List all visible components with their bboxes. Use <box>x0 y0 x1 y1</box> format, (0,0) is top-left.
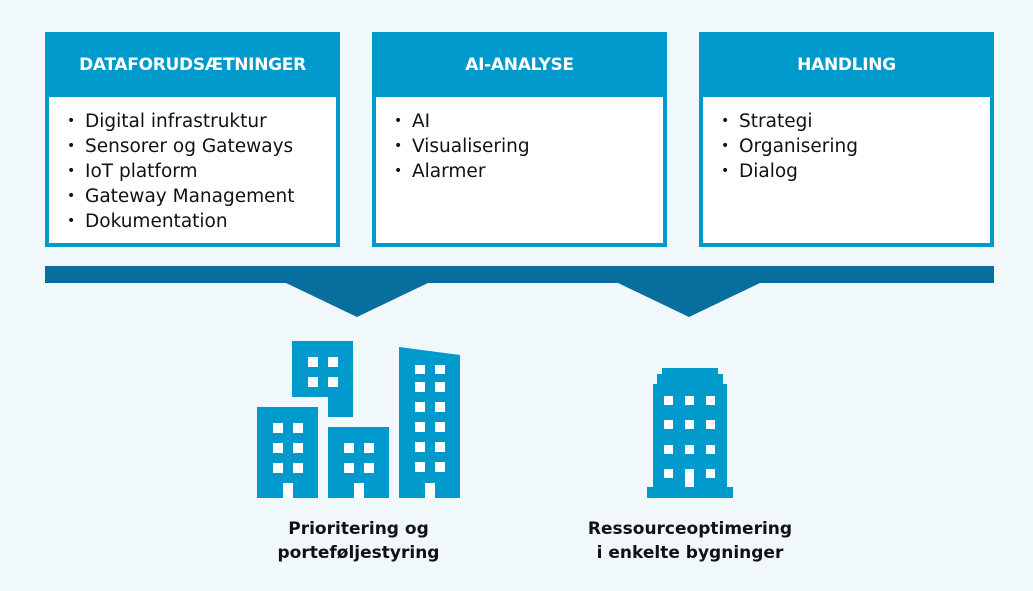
box-body: •Strategi •Organisering •Dialog <box>703 97 990 243</box>
list-item: •Visualisering <box>394 136 530 157</box>
box-handling: HANDLING •Strategi •Organisering •Dialog <box>699 32 994 247</box>
list-item: •Digital infrastruktur <box>67 111 267 132</box>
bullet-list: •Digital infrastruktur •Sensorer og Gate… <box>49 97 336 234</box>
bullet-icon: • <box>394 138 403 154</box>
arrow-down-icon <box>618 283 760 317</box>
list-item: •Gateway Management <box>67 186 295 207</box>
connector-bar <box>45 266 994 283</box>
bullet-icon: • <box>67 138 76 154</box>
bullet-icon: • <box>721 113 730 129</box>
bullet-icon: • <box>67 113 76 129</box>
bullet-icon: • <box>67 188 76 204</box>
box-title: DATAFORUDSÆTNINGER <box>79 54 306 75</box>
list-item: •Dialog <box>721 161 798 182</box>
list-item: •Alarmer <box>394 161 486 182</box>
bullet-icon: • <box>721 138 730 154</box>
box-title: AI-ANALYSE <box>465 54 574 75</box>
outcome-caption-portfolio: Prioritering og porteføljestyring <box>277 519 440 563</box>
bullet-icon: • <box>394 163 403 179</box>
single-building-icon <box>647 368 733 498</box>
bullet-icon: • <box>67 213 76 229</box>
connector <box>45 266 994 317</box>
box-body: •Digital infrastruktur •Sensorer og Gate… <box>49 97 336 243</box>
bullet-list: •Strategi •Organisering •Dialog <box>703 97 990 184</box>
outcome-caption-building: Ressourceoptimering i enkelte bygninger <box>587 519 793 563</box>
list-item: •Dokumentation <box>67 211 228 232</box>
bullet-list: •AI •Visualisering •Alarmer <box>376 97 663 184</box>
box-dataforudsaetninger: DATAFORUDSÆTNINGER •Digital infrastruktu… <box>45 32 340 247</box>
arrow-down-icon <box>286 283 428 317</box>
box-body: •AI •Visualisering •Alarmer <box>376 97 663 243</box>
bullet-icon: • <box>67 163 76 179</box>
bullet-icon: • <box>721 163 730 179</box>
list-item: •Sensorer og Gateways <box>67 136 294 157</box>
bullet-icon: • <box>394 113 403 129</box>
list-item: •AI <box>394 111 431 132</box>
office-buildings-icon <box>257 341 460 498</box>
list-item: •Organisering <box>721 136 859 157</box>
list-item: •IoT platform <box>67 161 198 182</box>
list-item: •Strategi <box>721 111 813 132</box>
box-ai-analyse: AI-ANALYSE •AI •Visualisering •Alarmer <box>372 32 667 247</box>
box-title: HANDLING <box>797 54 896 75</box>
